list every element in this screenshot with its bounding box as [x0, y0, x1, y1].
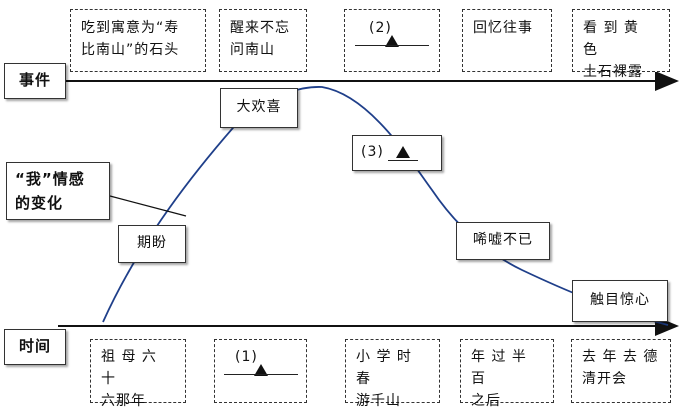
time-box-1: 祖 母 六 十 六那年	[90, 339, 186, 409]
emotion-text-5: 触目惊心	[590, 292, 650, 308]
emotion-box-3-blank: (3)	[352, 135, 442, 171]
event-text-3: (2)	[369, 20, 392, 36]
emotion-box-5: 触目惊心	[572, 280, 668, 322]
time-text-4: 年 过 半 百 之后	[471, 349, 527, 409]
left-label-connector	[109, 195, 187, 217]
emotion-text-2: 大欢喜	[236, 99, 282, 115]
event-box-2: 醒来不忘 问南山	[219, 9, 307, 72]
event-text-2: 醒来不忘 问南山	[230, 20, 290, 58]
time-box-2-blank: (1)	[214, 339, 307, 403]
emotion-text-3: (3)	[361, 144, 384, 160]
event-text-1: 吃到寓意为“寿 比南山”的石头	[81, 20, 180, 58]
time-box-3: 小 学 时 春 游千山	[345, 339, 440, 409]
time-blank-2: (1)	[223, 346, 298, 376]
emotion-text-1: 期盼	[137, 235, 167, 251]
emotion-box-4: 唏嘘不已	[456, 222, 550, 260]
time-box-5: 去 年 去 德 清开会	[571, 339, 671, 403]
event-box-4: 回忆往事	[462, 9, 552, 72]
time-text-2: (1)	[235, 349, 258, 365]
event-axis-label: 事件	[4, 63, 66, 99]
time-text-5: 去 年 去 德 清开会	[582, 349, 659, 387]
emotion-curve	[102, 86, 669, 326]
time-axis-label-text: 时间	[18, 337, 51, 355]
emotion-axis-label: “我”情感 的变化	[6, 162, 110, 220]
triangle-icon	[253, 364, 268, 376]
event-axis-label-text: 事件	[18, 71, 51, 89]
emotion-box-1: 期盼	[118, 225, 186, 263]
event-box-5: 看 到 黄 色 土石裸露	[572, 9, 670, 80]
emotion-text-4: 唏嘘不已	[473, 232, 533, 248]
answer-blank-line	[388, 144, 419, 161]
event-blank-3: (2)	[355, 17, 429, 47]
event-text-5: 看 到 黄 色 土石裸露	[583, 20, 643, 80]
triangle-icon	[385, 35, 399, 47]
emotion-axis-label-text: “我”情感 的变化	[15, 170, 85, 212]
event-box-1: 吃到寓意为“寿 比南山”的石头	[70, 9, 206, 72]
time-text-3: 小 学 时 春 游千山	[356, 349, 412, 409]
time-text-1: 祖 母 六 十 六那年	[101, 349, 157, 409]
time-axis-label: 时间	[4, 329, 66, 365]
event-text-4: 回忆往事	[473, 20, 533, 36]
answer-blank-line	[355, 45, 429, 46]
time-box-4: 年 过 半 百 之后	[460, 339, 554, 409]
answer-blank-line	[223, 374, 298, 375]
emotion-box-2: 大欢喜	[220, 88, 298, 128]
event-box-3-blank: (2)	[344, 9, 440, 72]
triangle-icon	[396, 145, 411, 158]
